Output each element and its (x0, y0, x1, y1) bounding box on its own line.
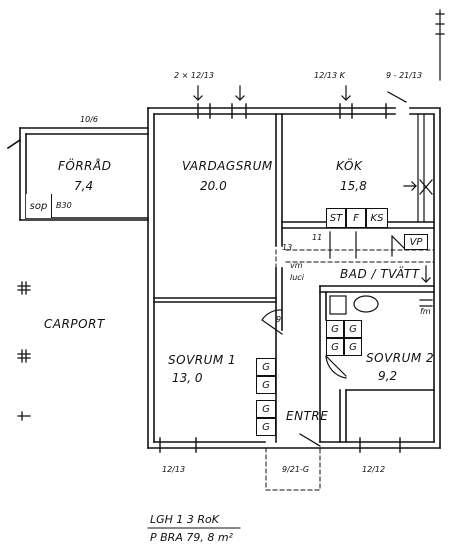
fixture-f: F (346, 208, 366, 228)
num-11-label: 11 (312, 233, 323, 242)
wardrobe-s2-1: G (326, 320, 344, 338)
room-sovrum2-name: SOVRUM 2 (366, 351, 435, 365)
wardrobe-s2-2: G (344, 320, 362, 338)
dashed-lines (265, 249, 435, 491)
b30-label: B30 (56, 201, 72, 210)
interior-walls (153, 113, 435, 443)
room-sovrum1-area: 13, 0 (172, 371, 203, 385)
windows-top (197, 103, 387, 119)
room-forrad-area: 7,4 (74, 179, 94, 193)
num-9-label: 9 (276, 315, 282, 324)
room-carport-name: CARPORT (44, 317, 105, 331)
room-entre-name: ENTRE (286, 409, 329, 423)
doors (261, 309, 347, 447)
sop-label: sop (26, 194, 52, 218)
dim-top-left: 2 × 12/13 (174, 71, 214, 80)
fixture-vp: VP (404, 234, 428, 250)
room-forrad-name: FÖRRÅD (58, 159, 112, 173)
room-sovrum1-name: SOVRUM 1 (168, 353, 237, 367)
kitchen-counter (329, 113, 433, 259)
room-kok-area: 15,8 (340, 179, 367, 193)
room-vardagsrum-name: VARDAGSRUM (182, 159, 273, 173)
luci-label: luci (290, 273, 304, 282)
wardrobe-s1-3: G (256, 400, 276, 418)
wardrobe-s1-4: G (256, 418, 276, 436)
room-bad-name: BAD / TVÄTT (340, 267, 420, 281)
wardrobe-s2-4: G (344, 338, 362, 356)
dim-top-mid: 12/13 K (314, 71, 345, 80)
fixture-ks: KS (366, 208, 388, 228)
footer-area: P BRA 79, 8 m² (150, 531, 233, 544)
num-13-label: 13 (282, 243, 293, 252)
wardrobe-s1-1: G (256, 358, 276, 376)
room-sovrum2-area: 9,2 (378, 369, 398, 383)
dim-bottom-left: 12/13 (162, 465, 186, 474)
windows-bottom (159, 437, 401, 453)
wardrobe-s1-2: G (256, 376, 276, 394)
footer-apartment-type: LGH 1 3 RoK (150, 513, 219, 526)
vm-label: vm (290, 261, 303, 270)
carport-marks (17, 281, 31, 421)
dim-bottom-right: 12/12 (362, 465, 386, 474)
dim-bottom-mid: 9/21-G (282, 465, 310, 474)
room-kok-name: KÖK (336, 159, 363, 173)
fm-label: fm (420, 307, 431, 316)
dim-forrad-top: 10/6 (80, 115, 98, 124)
antenna (435, 9, 445, 81)
wardrobe-s2-3: G (326, 338, 344, 356)
bath-fixtures (329, 265, 433, 315)
dimension-arrows (193, 85, 407, 103)
fixture-st: ST (326, 208, 346, 228)
dim-top-right: 9 - 21/13 (386, 71, 423, 80)
room-vardagsrum-area: 20.0 (200, 179, 227, 193)
